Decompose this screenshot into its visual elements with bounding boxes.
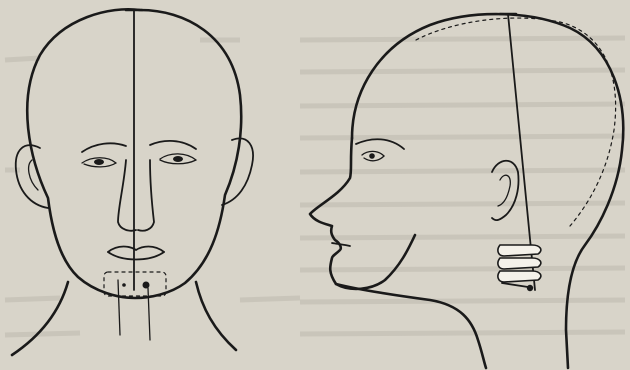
front-neck-right bbox=[196, 282, 236, 350]
profile-head-outline-icon bbox=[352, 14, 623, 368]
profile-neck-front bbox=[336, 284, 486, 368]
front-left-eye-icon bbox=[82, 158, 116, 167]
profile-eye-icon bbox=[362, 151, 384, 160]
front-right-eyebrow bbox=[150, 141, 196, 149]
profile-eyebrow bbox=[356, 139, 404, 149]
front-head-figure bbox=[12, 9, 253, 355]
front-neck-left bbox=[12, 282, 68, 355]
front-nose-icon bbox=[118, 160, 154, 231]
front-throat-line-left bbox=[118, 280, 120, 335]
profile-face-outline bbox=[310, 138, 415, 289]
front-mouth-icon bbox=[108, 247, 164, 260]
front-left-eyebrow bbox=[82, 143, 126, 152]
front-chin-dot bbox=[143, 282, 150, 289]
profile-head-figure bbox=[310, 14, 623, 368]
front-chin-marker bbox=[104, 272, 166, 296]
front-right-eye-icon bbox=[160, 154, 196, 164]
profile-dotted-arc bbox=[416, 18, 616, 226]
front-chin-dot-small bbox=[122, 283, 126, 287]
